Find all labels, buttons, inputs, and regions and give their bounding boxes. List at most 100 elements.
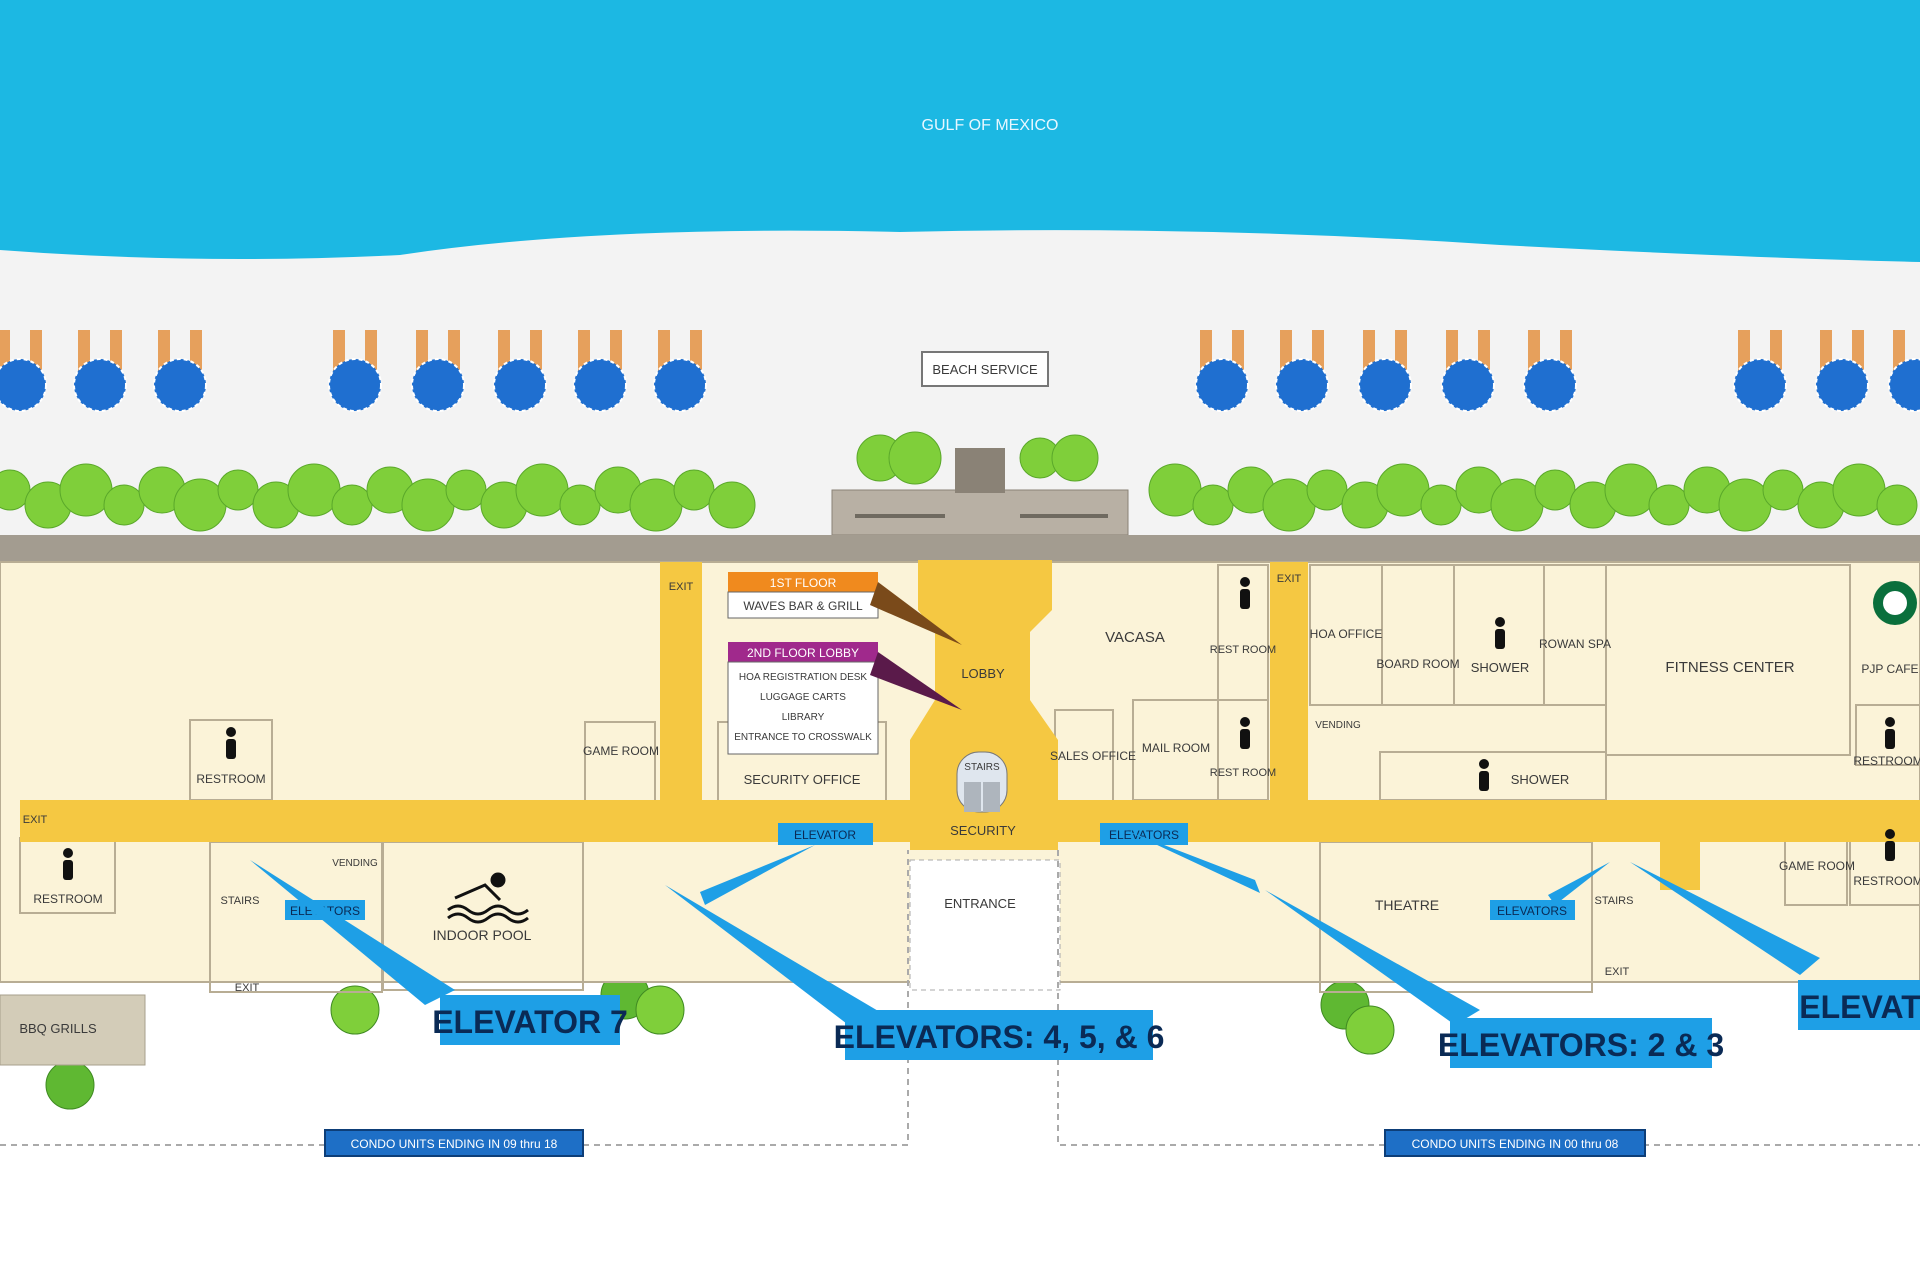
entrance-area [909,859,1061,991]
tree-icon [1534,469,1576,511]
restroom-label: RESTROOM [33,892,102,906]
landscape-trees [0,431,1918,1110]
second-floor-item: ENTRANCE TO CROSSWALK [734,732,872,743]
elevators-23-callout [1450,1018,1712,1068]
stair-door-left [964,782,981,812]
umbrella-icon [1733,330,1787,412]
stairs-label: STAIRS [964,762,1000,773]
elevators-23-callout-text: ELEVATORS: 2 & 3 [1438,1027,1724,1063]
first-floor-tag-bg [728,572,878,592]
bbq-grills-label: BBQ GRILLS [19,1021,97,1036]
umbrella-icon [1523,330,1577,412]
theatre-label: THEATRE [1375,897,1439,913]
umbrella-icon [153,330,207,412]
restroom-label: RESTROOM [1853,754,1920,768]
security-office-label: SECURITY OFFICE [744,772,861,787]
tree-icon [673,469,715,511]
second-floor-item: LUGGAGE CARTS [760,692,846,703]
callout-pointers [250,830,1820,1030]
umbrella-icon [573,330,627,412]
umbrella-icon [328,330,382,412]
umbrella-icon [493,330,547,412]
tree-icon [103,484,145,526]
restroom-label: RESTROOM [1853,874,1920,888]
tree-icon [1192,484,1234,526]
rest-room-label: REST ROOM [1210,767,1276,779]
umbrella-icon [653,330,707,412]
umbrella-icon [73,330,127,412]
elevator-tag [1490,900,1575,920]
exit-label: EXIT [235,982,260,994]
shower-label: SHOWER [1511,772,1570,787]
elevators-456-callout-text: ELEVATORS: 4, 5, & 6 [834,1019,1165,1055]
elevator-tag-label: ELEVATOR [794,828,856,842]
restroom-person-icon [63,577,1895,880]
tree-icon [445,469,487,511]
condo-tag-left-label: CONDO UNITS ENDING IN 09 thru 18 [351,1137,558,1151]
game-room-label: GAME ROOM [583,744,659,758]
condo-tag-right [1384,1129,1646,1157]
umbrella-icon [1815,330,1869,412]
second-floor-pointer [870,652,962,710]
lobby-label: LOBBY [961,666,1005,681]
umbrella-icon [1195,330,1249,412]
bbq-grill-area [0,994,146,1066]
corridor-east-stub [1660,800,1700,890]
second-floor-tag: 2ND FLOOR LOBBY [747,646,859,660]
tree-icon [1420,484,1462,526]
umbrella-icon [1358,330,1412,412]
elevator-cut-callout [1798,980,1920,1030]
bush-icon [330,985,380,1035]
lobby-area [910,560,1058,850]
tree-icon [1051,434,1099,482]
elevator-tag [778,823,873,845]
elevator-cut-callout-text: ELEVAT [1799,989,1920,1025]
condo-tag-right-label: CONDO UNITS ENDING IN 00 thru 08 [1412,1137,1619,1151]
first-floor-tag: 1ST FLOOR [770,576,837,590]
corridor-exit-left [660,562,702,802]
rowan-spa-label: ROWAN SPA [1539,637,1611,651]
security-label: SECURITY [950,823,1016,838]
pjp-cafe-label: PJP CAFE [1861,662,1918,676]
mail-room-label: MAIL ROOM [1142,741,1210,755]
elevator-tag [1100,823,1188,845]
waves-bar-label: WAVES BAR & GRILL [743,599,863,613]
tree-icon [1876,484,1918,526]
beach-service-box [921,351,1049,387]
tree-icon [1648,484,1690,526]
elevators-456-callout [845,1010,1153,1060]
sales-office-label: SALES OFFICE [1050,749,1136,763]
second-floor-box [727,661,879,755]
restroom-label: RESTROOM [196,772,265,786]
second-floor-item: LIBRARY [782,712,825,723]
vending-label: VENDING [1315,720,1361,731]
elevator-tag-label: ELEVATORS [1497,904,1567,918]
umbrella-icon [411,330,465,412]
umbrella-icon [1441,330,1495,412]
bush-icon [1345,1005,1395,1055]
indoor-pool-label: INDOOR POOL [433,927,532,943]
tree-icon [559,484,601,526]
tree-icon [1306,469,1348,511]
cafe-logo-icon-inner [1883,591,1907,615]
shower-label: SHOWER [1471,660,1530,675]
corridor-exit-right [1270,562,1308,802]
exit-label: EXIT [23,814,48,826]
tree-icon [708,481,756,529]
tree-icon [217,469,259,511]
stair-door-right [983,782,1000,812]
gulf-label: GULF OF MEXICO [922,117,1059,134]
deck-stair [955,448,1005,493]
beach-service-label: BEACH SERVICE [932,362,1038,377]
tree-icon [331,484,373,526]
fitness-center-label: FITNESS CENTER [1665,659,1794,676]
elevator-7-callout [440,995,620,1045]
gulf-water [0,0,1920,270]
first-floor-pointer [870,582,962,645]
board-room-label: BOARD ROOM [1376,657,1459,671]
rest-room-label: REST ROOM [1210,644,1276,656]
tree-icon [1762,469,1804,511]
property-line-left [0,850,909,1146]
umbrella-icon [1275,330,1329,412]
